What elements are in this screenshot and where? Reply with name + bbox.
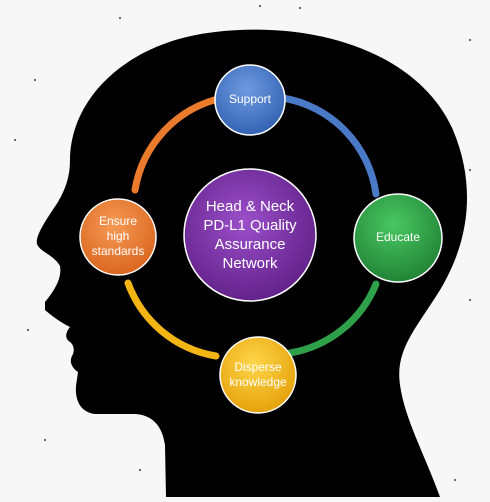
ring-arc-disperse-ensure: [124, 279, 220, 360]
node-ensure-line-3: standards: [92, 244, 145, 258]
center-line-3: Assurance: [215, 236, 286, 253]
node-support: Support: [214, 64, 286, 136]
node-support-label: Support: [229, 92, 272, 106]
node-educate-label: Educate: [376, 230, 420, 244]
node-ensure-line-1: Ensure: [99, 214, 137, 228]
center-line-1: Head & Neck: [206, 198, 295, 215]
node-disperse-line-1: Disperse: [234, 360, 282, 374]
node-educate: Educate: [353, 193, 443, 283]
node-ensure-line-2: high: [107, 229, 130, 243]
node-ensure-high-standards: Ensure high standards: [79, 198, 157, 276]
background-speckles: [14, 5, 471, 491]
ring-arc-support-educate: [279, 94, 380, 198]
connection-ring: [124, 94, 380, 360]
center-line-4: Network: [222, 255, 278, 272]
node-disperse-knowledge: Disperse knowledge: [219, 336, 297, 414]
ring-arc-educate-disperse: [286, 280, 380, 357]
center-node: Head & Neck PD-L1 Quality Assurance Netw…: [183, 168, 317, 302]
ring-arc-ensure-support: [131, 94, 226, 194]
center-line-2: PD-L1 Quality: [203, 217, 297, 234]
node-disperse-line-2: knowledge: [229, 375, 287, 389]
